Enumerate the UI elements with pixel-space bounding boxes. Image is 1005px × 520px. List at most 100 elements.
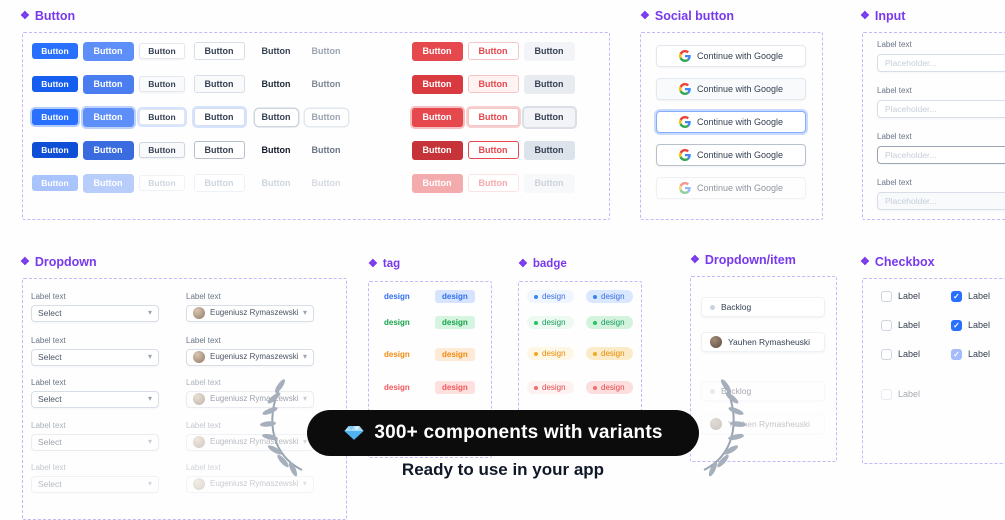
select-value: Select [38,353,62,362]
badge: design [527,316,574,329]
tertiary-button[interactable]: Button [255,109,298,126]
secondary-sm-button[interactable]: Button [139,175,185,191]
text-input[interactable] [877,191,1005,210]
section-header-tag: ❖ tag [368,258,400,271]
secondary-sm-button[interactable]: Button [139,43,185,59]
gray-button[interactable]: Button [523,140,575,160]
section-header-social: ❖ Social button [640,10,734,23]
tertiary-button[interactable]: Button [255,142,298,159]
secondary-sm-button[interactable]: Button [139,76,185,92]
user-dropdown[interactable]: Eugeniusz Rymaszewski ▾ [186,475,314,493]
avatar [710,418,722,430]
user-dropdown[interactable]: Eugeniusz Rymaszewski ▾ [186,390,314,408]
google-signin-button[interactable]: Continue with Google [656,111,806,133]
primary-sm-button[interactable]: Button [32,75,78,93]
tertiary-gray-button[interactable]: Button [305,175,348,192]
gray-button[interactable]: Button [523,107,575,127]
badge: design [586,381,633,394]
danger-outline-button[interactable]: Button [467,141,519,159]
text-input[interactable] [877,53,1005,72]
secondary-md-button[interactable]: Button [193,141,245,159]
secondary-sm-button[interactable]: Button [139,142,185,158]
checkbox-unchecked[interactable] [881,349,892,360]
diamond-icon: ❖ [860,255,870,268]
danger-outline-button[interactable]: Button [467,75,519,93]
laurel-right-icon [703,379,746,477]
secondary-md-button[interactable]: Button [193,75,245,93]
primary-md-button[interactable]: Button [82,173,134,193]
primary-md-button[interactable]: Button [82,107,134,127]
checkbox-unchecked[interactable] [881,291,892,302]
google-signin-button[interactable]: Continue with Google [656,45,806,67]
diamond-icon: ❖ [518,258,528,271]
primary-sm-button[interactable]: Button [32,42,78,60]
checkbox-label: Label [898,291,921,301]
checkbox-checked[interactable]: ✓ [951,291,962,302]
tertiary-gray-button[interactable]: Button [305,109,348,126]
section-header-dropdown-item: ❖ Dropdown/item [690,254,796,267]
danger-button[interactable]: Button [411,107,463,127]
danger-outline-button[interactable]: Button [467,108,519,126]
chevron-down-icon: ▾ [147,308,152,318]
danger-button[interactable]: Button [411,74,463,94]
tertiary-gray-button[interactable]: Button [305,76,348,93]
select-dropdown[interactable]: Select ▾ [31,433,159,451]
primary-md-button[interactable]: Button [82,140,134,160]
secondary-md-button[interactable]: Button [193,42,245,60]
gray-button[interactable]: Button [523,173,575,193]
checkbox-section: Label ✓ Label Label ✓ Label Label ✓ Labe… [862,278,1005,464]
gray-button[interactable]: Button [523,41,575,61]
checkbox-label: Label [968,320,991,330]
danger-button[interactable]: Button [411,140,463,160]
danger-outline-button[interactable]: Button [467,174,519,192]
checkbox-checked-disabled[interactable]: ✓ [951,349,962,360]
google-signin-button[interactable]: Continue with Google [656,177,806,199]
google-signin-label: Continue with Google [696,51,784,61]
button-row-focused: Button Button Button Button Button Butto… [31,107,577,127]
tag: design [435,381,475,394]
google-signin-button[interactable]: Continue with Google [656,144,806,166]
text-input[interactable] [877,145,1005,164]
dropdown-item-status[interactable]: Backlog [701,297,825,317]
danger-button[interactable]: Button [411,41,463,61]
checkbox-unchecked-disabled[interactable] [881,389,892,400]
primary-sm-button[interactable]: Button [32,174,78,192]
google-signin-label: Continue with Google [696,183,784,193]
tertiary-button[interactable]: Button [255,76,298,93]
primary-md-button[interactable]: Button [82,41,134,61]
tag: design [435,290,475,303]
dropdown-label: Label text [186,421,221,430]
select-dropdown[interactable]: Select ▾ [31,304,159,322]
tertiary-button[interactable]: Button [255,43,298,60]
badge-label: design [601,348,625,358]
secondary-md-button[interactable]: Button [193,108,245,126]
tertiary-gray-button[interactable]: Button [305,142,348,159]
user-dropdown[interactable]: Eugeniusz Rymaszewski ▾ [186,304,314,322]
primary-sm-button[interactable]: Button [32,141,78,159]
checkbox-unchecked[interactable] [881,320,892,331]
diamond-icon: ❖ [640,9,650,22]
section-title: Social button [654,9,735,23]
select-dropdown[interactable]: Select ▾ [31,390,159,408]
text-input[interactable] [877,99,1005,118]
google-icon [678,116,691,128]
google-signin-button[interactable]: Continue with Google [656,78,806,100]
dropdown-item-user[interactable]: Yauhen Rymasheuski [701,332,825,352]
tertiary-gray-button[interactable]: Button [305,43,348,60]
secondary-sm-button[interactable]: Button [139,109,185,125]
user-dropdown[interactable]: Eugeniusz Rymaszewski ▾ [186,348,314,366]
chevron-down-icon: ▾ [302,479,307,489]
dropdown-label: Label text [186,292,221,301]
dropdown-item-user-disabled[interactable]: Yauhen Rymasheuski [701,414,825,434]
primary-md-button[interactable]: Button [82,74,134,94]
gray-button[interactable]: Button [523,74,575,94]
select-dropdown[interactable]: Select ▾ [31,475,159,493]
danger-outline-button[interactable]: Button [467,42,519,60]
danger-button[interactable]: Button [411,173,463,193]
tertiary-button[interactable]: Button [255,175,298,192]
secondary-md-button[interactable]: Button [193,174,245,192]
select-dropdown[interactable]: Select ▾ [31,348,159,366]
primary-sm-button[interactable]: Button [32,108,78,126]
section-title: Dropdown/item [704,253,796,267]
checkbox-checked[interactable]: ✓ [951,320,962,331]
